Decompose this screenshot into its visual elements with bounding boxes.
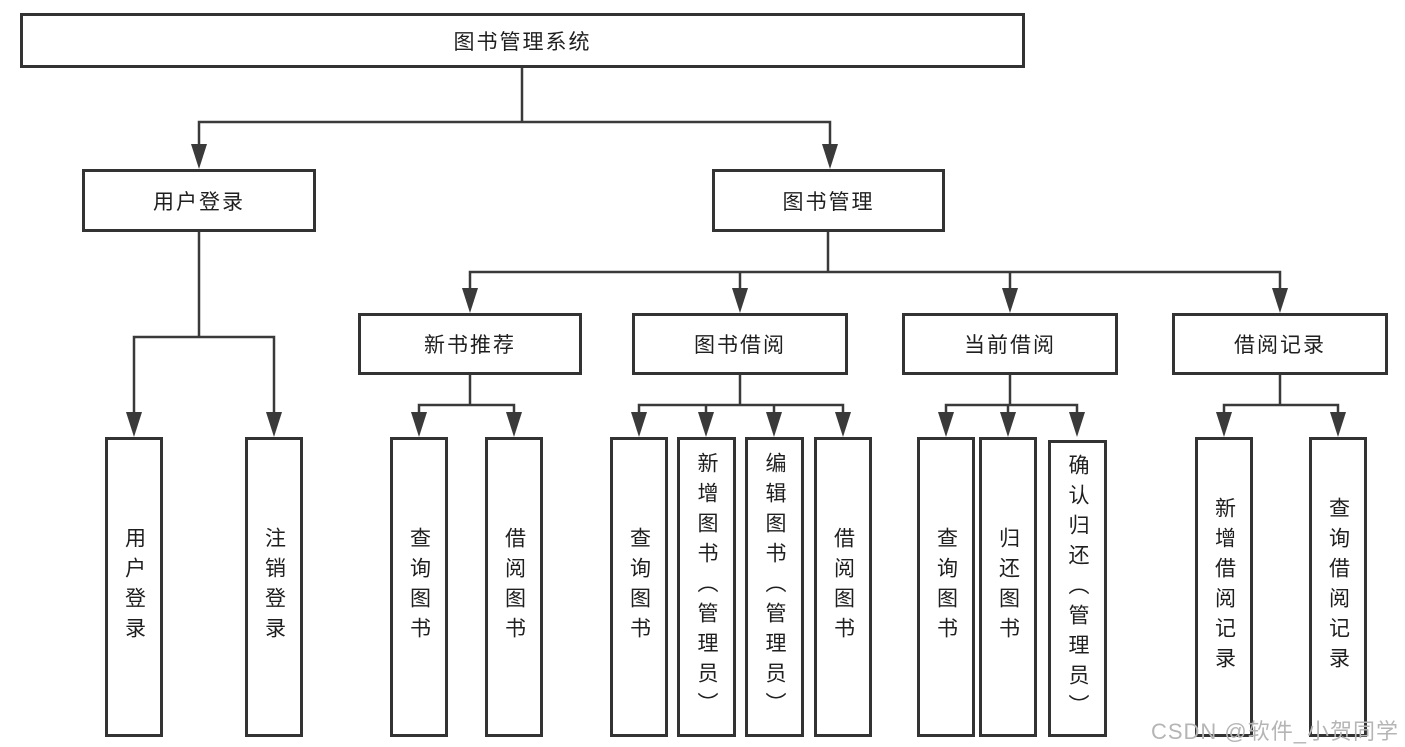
leaf-query-books-current: 查询图书 xyxy=(917,437,975,737)
leaf-query-borrow-record: 查询借阅记录 xyxy=(1309,437,1367,737)
leaf-query-books-recommend: 查询图书 xyxy=(390,437,448,737)
leaf-borrow-books-recommend: 借阅图书 xyxy=(485,437,543,737)
leaf-query-books-borrow: 查询图书 xyxy=(610,437,668,737)
leaf-return-books: 归还图书 xyxy=(979,437,1037,737)
watermark-text: CSDN @软件_小贺同学 xyxy=(1150,719,1399,744)
node-book-borrowing: 图书借阅 xyxy=(632,313,848,375)
node-new-book-recommendation: 新书推荐 xyxy=(358,313,582,375)
leaf-confirm-return-admin: 确认归还（管理员） xyxy=(1048,440,1107,737)
node-root: 图书管理系统 xyxy=(20,13,1025,68)
node-borrowing-records: 借阅记录 xyxy=(1172,313,1388,375)
node-book-management: 图书管理 xyxy=(712,169,945,232)
leaf-add-books-admin: 新增图书（管理员） xyxy=(677,437,736,737)
leaf-edit-books-admin: 编辑图书（管理员） xyxy=(745,437,804,737)
node-user-login: 用户登录 xyxy=(82,169,316,232)
leaf-logout: 注销登录 xyxy=(245,437,303,737)
leaf-add-borrow-record: 新增借阅记录 xyxy=(1195,437,1253,737)
leaf-borrow-books: 借阅图书 xyxy=(814,437,872,737)
leaf-user-login: 用户登录 xyxy=(105,437,163,737)
node-current-borrowing: 当前借阅 xyxy=(902,313,1118,375)
